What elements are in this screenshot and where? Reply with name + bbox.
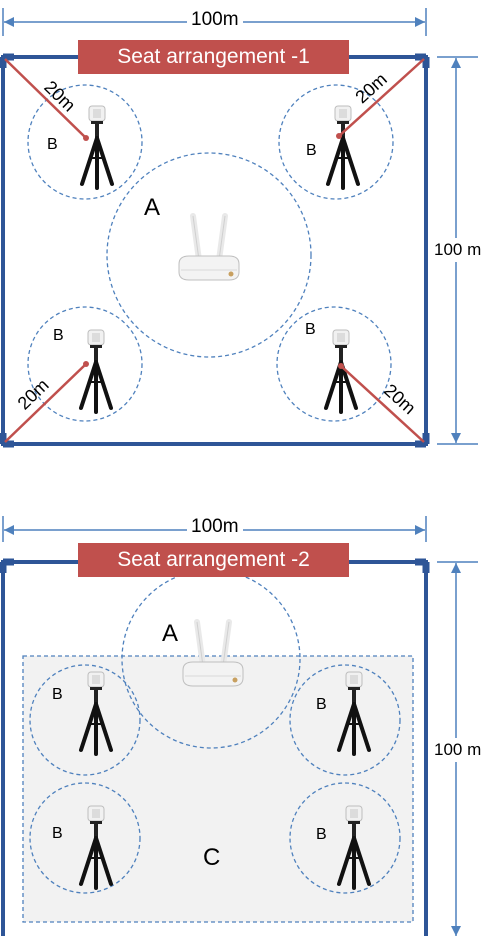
zone-b-label: B: [316, 826, 327, 843]
zone-b-label: B: [47, 136, 58, 153]
seat-arrangement-1-panel: Seat arrangement -1 100m 100 m A B B B B…: [0, 0, 493, 460]
zone-b-label: B: [306, 142, 317, 159]
zone-b-circle: [278, 84, 394, 200]
seat-arrangement-2-panel: Seat arrangement -2 100m 100 m A B B B B…: [0, 506, 493, 936]
tripod-camera-icon: [324, 328, 358, 414]
zone-b-label: B: [53, 327, 64, 344]
zone-c-area: [22, 655, 414, 923]
tripod-camera-icon: [326, 104, 360, 190]
panel-title: Seat arrangement -1: [78, 40, 349, 74]
zone-b-circle: [29, 664, 141, 776]
distance-line: [336, 58, 425, 139]
zone-b-circle: [289, 782, 401, 894]
router-icon: [179, 216, 239, 280]
zone-a-label: A: [144, 194, 161, 221]
zone-a-circle: [106, 152, 312, 358]
distance-line: [4, 361, 89, 443]
width-label: 100m: [187, 516, 243, 538]
zone-b-label: B: [52, 825, 63, 842]
room-diagram-1: [0, 8, 478, 448]
zone-b-circle: [27, 84, 143, 200]
room-diagram-2: [0, 516, 478, 936]
height-label: 100 m: [432, 238, 484, 262]
router-icon: [183, 622, 243, 686]
width-label: 100m: [187, 9, 243, 31]
zone-b-label: B: [316, 696, 327, 713]
panel-title: Seat arrangement -2: [78, 543, 349, 577]
zone-c-label: C: [203, 844, 221, 871]
zone-a-label: A: [162, 620, 179, 647]
zone-b-label: B: [52, 686, 63, 703]
zone-b-circle: [29, 782, 141, 894]
zone-b-circle: [289, 664, 401, 776]
tripod-camera-icon: [80, 104, 114, 190]
zone-b-circle: [276, 306, 392, 422]
zone-b-circle: [27, 306, 143, 422]
distance-line: [4, 58, 89, 141]
zone-b-label: B: [305, 321, 316, 338]
zone-a-circle: [121, 569, 301, 749]
tripod-camera-icon: [79, 328, 113, 414]
distance-line: [338, 363, 425, 443]
height-label: 100 m: [432, 738, 484, 762]
